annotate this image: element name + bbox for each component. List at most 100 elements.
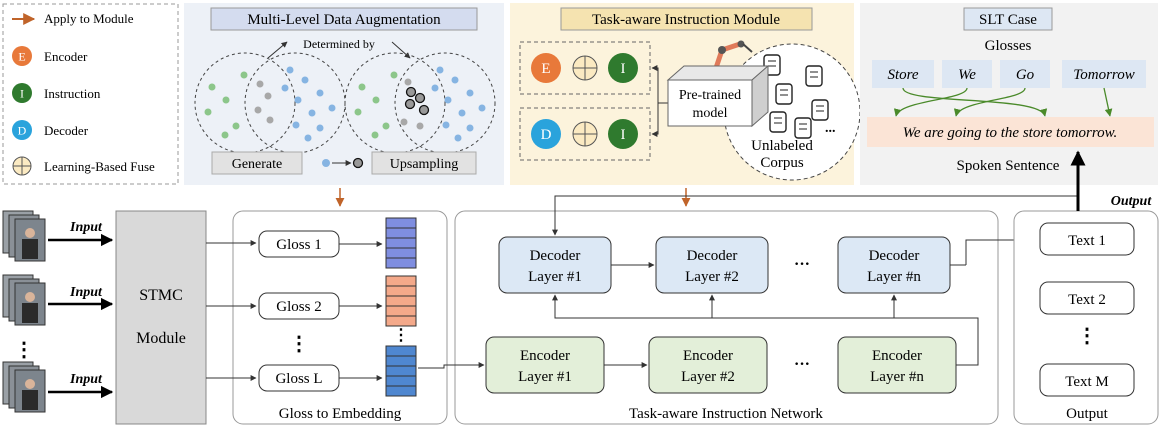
decoder-instruction-group [519, 107, 651, 161]
fuse-legend-icon [12, 156, 32, 176]
embedding-cell [385, 227, 417, 239]
slt-title: SLT Case [979, 12, 1037, 28]
embedding-cell [385, 345, 417, 357]
gloss-alignment-arrows [893, 87, 1113, 117]
embedding-cell [385, 247, 417, 259]
instruction-icon-2 [608, 119, 638, 149]
decoder-layer-2 [655, 236, 769, 294]
decoder-icon [531, 119, 561, 149]
output-text-1-box [1039, 222, 1135, 256]
embedding-dots: ⋮ [393, 327, 409, 344]
stmc-module-box [115, 210, 207, 425]
determined-arrow-right [391, 41, 411, 59]
embedding-cell [385, 365, 417, 377]
output-text-1: Text 1 [1068, 233, 1106, 249]
legend-apply-label: Apply to Module [44, 11, 134, 26]
embedding-cell [385, 257, 417, 269]
input-frame-stack-1 [2, 210, 46, 262]
embedding-cell [385, 295, 417, 307]
output-text-2: Text 2 [1068, 292, 1106, 308]
upsampling-label: Upsampling [390, 157, 458, 172]
decoder-legend-icon [12, 120, 32, 140]
pretrained-label-line2: model [693, 106, 728, 121]
encoder-layer-2-title: Encoder [683, 348, 733, 364]
gloss-embedding-panel: Gloss 1 Gloss 2 ⋮ Gloss L ⋮ Gloss to Emb… [206, 210, 448, 425]
instruction-module-panel: Task-aware Instruction Module E I D I [510, 3, 861, 185]
embedding-cell [385, 315, 417, 327]
glosses-label: Glosses [985, 38, 1032, 54]
instruction-module-title: Task-aware Instruction Module [592, 12, 780, 28]
input-frame-stack-2 [2, 274, 46, 326]
output-text-m: Text M [1065, 374, 1109, 390]
determined-arrow-left [267, 41, 288, 59]
embedding-cell [385, 375, 417, 387]
gloss-word-tomorrow: Tomorrow [1073, 67, 1134, 83]
decoder-layer-2-index: Layer #2 [685, 269, 739, 285]
gloss-l-label: Gloss L [275, 371, 322, 387]
encoder-to-decoder-bus [552, 294, 979, 366]
encoder-legend-icon [12, 46, 32, 66]
input-dots: ⋮ [14, 339, 34, 361]
encoder-legend-letter: E [18, 50, 25, 64]
blue-point-icon [322, 159, 330, 167]
instruction-network-panel: Task-aware Instruction Network Decoder L… [418, 210, 999, 425]
spoken-sentence-text: We are going to the store tomorrow. [903, 125, 1118, 141]
embedding-to-encoder-arrow [418, 362, 485, 369]
output-dots: ⋮ [1077, 325, 1097, 347]
encoder-layer-1-title: Encoder [520, 348, 570, 364]
embedding-vector-1 [385, 217, 417, 269]
output-panel: Text 1 Text 2 ⋮ Text M Output [1013, 210, 1159, 425]
encoder-icon [531, 53, 561, 83]
upsampled-points [404, 86, 430, 116]
augmentation-panel: Multi-Level Data Augmentation Determined… [184, 3, 504, 185]
input-video-frames: ⋮ [2, 210, 46, 413]
embedding-cell [385, 305, 417, 317]
instruction-letter-top: I [621, 61, 626, 77]
decoder-dots: ··· [794, 256, 810, 273]
input-label-2: Input [69, 285, 103, 300]
spoken-sentence-label: Spoken Sentence [957, 158, 1060, 174]
network-title: Task-aware Instruction Network [629, 406, 823, 422]
encoder-layer-1-index: Layer #1 [518, 369, 572, 385]
input-label-3: Input [69, 372, 103, 387]
document-lines [768, 60, 824, 130]
gloss-embedding-title: Gloss to Embedding [279, 406, 402, 422]
decoder-layer-n-index: Layer #n [867, 269, 921, 285]
output-arrow-label: Output [1111, 194, 1153, 209]
decoder-layer-1-index: Layer #1 [528, 269, 582, 285]
legend-panel: Apply to Module E Encoder I Instruction … [2, 3, 179, 185]
model-to-encoder-arrow [651, 65, 668, 104]
decoder-letter: D [541, 127, 552, 143]
input-frame-stack-3 [2, 361, 46, 413]
gloss-word-go: Go [1016, 67, 1035, 83]
model-to-decoder-arrow [651, 103, 659, 137]
instruction-legend-icon [12, 83, 32, 103]
encoder-layer-n-index: Layer #n [870, 369, 924, 385]
legend-fuse-label: Learning-Based Fuse [44, 159, 155, 174]
gloss-2-label: Gloss 2 [276, 299, 321, 315]
output-text-2-box [1039, 281, 1135, 315]
decoder-legend-letter: D [18, 124, 27, 138]
determined-by-label: Determined by [303, 37, 375, 51]
pretrained-label-line1: Pre-trained [679, 88, 741, 103]
instruction-letter-bottom: I [621, 127, 626, 143]
corpus-dots: ... [825, 121, 836, 136]
encoder-layer-n-title: Encoder [872, 348, 922, 364]
embedding-cell [385, 355, 417, 367]
input-label-1: Input [69, 220, 103, 235]
embedding-vector-2 [385, 275, 417, 327]
embedding-cell [385, 385, 417, 397]
upsampled-point-icon [352, 157, 364, 169]
gloss-1-label: Gloss 1 [276, 237, 321, 253]
slt-case-panel: SLT Case Glosses Store We Go Tomorrow We… [860, 3, 1158, 185]
gloss-word-store: Store [887, 67, 918, 83]
legend-instruction-label: Instruction [44, 86, 101, 101]
augmentation-title: Multi-Level Data Augmentation [247, 12, 441, 28]
output-text-m-box [1039, 363, 1135, 397]
fuse-icon [572, 55, 598, 81]
legend-encoder-label: Encoder [44, 49, 88, 64]
decoder-layer-n-title: Decoder [869, 248, 920, 264]
gloss-word-we: We [958, 67, 976, 83]
instruction-legend-letter: I [20, 87, 24, 101]
